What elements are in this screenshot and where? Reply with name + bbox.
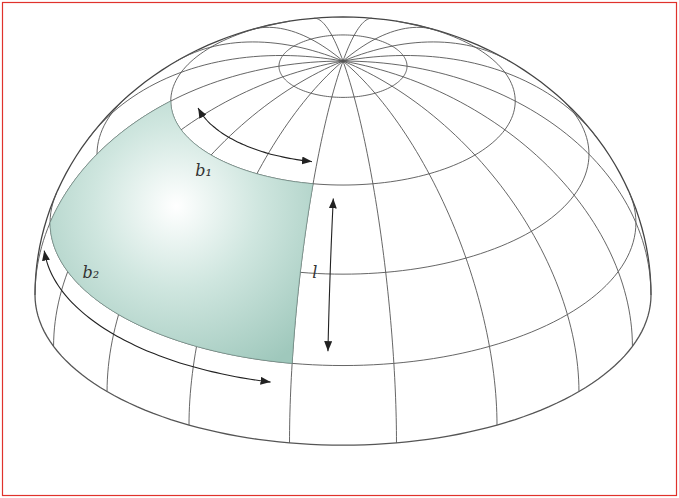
dome-grid [35,17,651,445]
meridian-line [343,61,651,295]
shaded-panel [50,101,313,363]
dimension-label: l [311,265,318,281]
meridian-line [314,18,343,61]
dimension-arrow [328,198,333,351]
meridian-line [343,18,372,61]
dimension-label: b₂ [82,265,101,281]
meridian-line [343,61,497,425]
meridian-line [343,61,579,391]
parallel-line [279,35,407,97]
meridian-line [252,27,343,61]
meridian-line [89,55,343,138]
frame-border [3,3,677,496]
parallel-line [171,21,515,185]
dimension-arrow [44,251,270,383]
dimension-label: b₁ [194,163,213,179]
meridian-line [343,42,510,61]
meridian-line [343,55,597,138]
meridian-line [343,61,632,346]
meridian-line [343,61,396,443]
dimension-arrow [198,108,312,162]
meridian-line [176,42,343,61]
